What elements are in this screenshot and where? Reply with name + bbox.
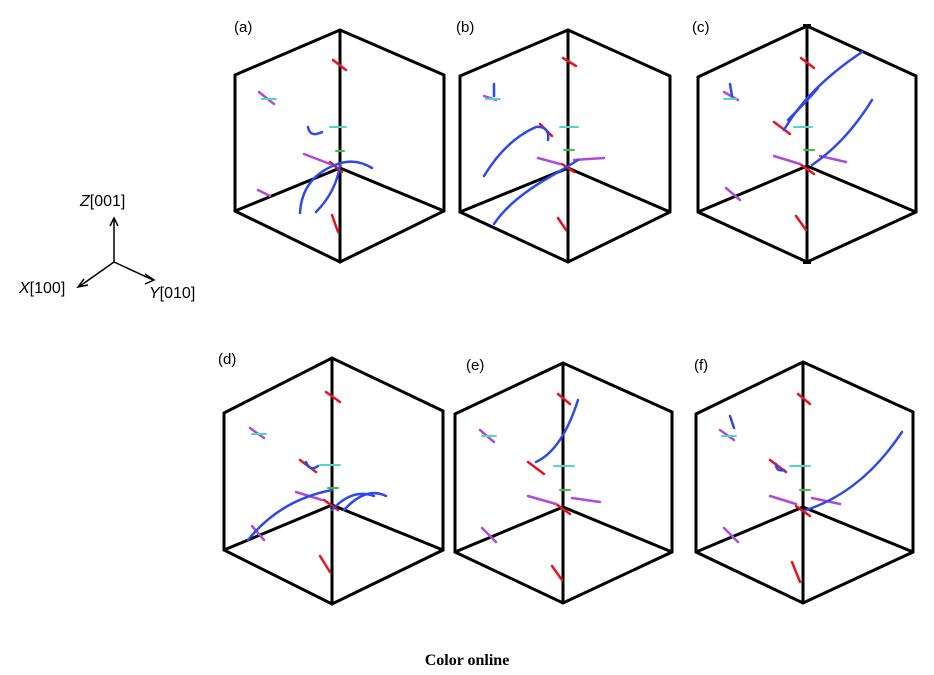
panel-label: (a) xyxy=(234,19,252,36)
x-axis-arrow xyxy=(79,261,115,287)
x-axis-label: X[100] xyxy=(18,280,65,297)
panel-label: (e) xyxy=(466,357,484,374)
figure-caption: Color online xyxy=(424,652,510,669)
panel-e: (e) xyxy=(453,357,674,605)
z-axis-label: Z[001] xyxy=(79,193,125,210)
panel-d: (d) xyxy=(218,351,445,606)
dislocation-segments xyxy=(482,56,606,232)
dislocation-segments xyxy=(722,50,874,232)
axes-indicator: Z[001] X[100] Y[010] xyxy=(18,193,195,302)
dislocation-segments xyxy=(478,392,602,582)
panel-label: (d) xyxy=(218,351,236,368)
dislocation-segments xyxy=(246,390,388,574)
dislocation-segments xyxy=(256,58,374,234)
panel-label: (c) xyxy=(692,19,710,36)
y-axis-arrow xyxy=(113,261,154,281)
cube-wireframe xyxy=(222,356,445,606)
panel-c: (c) xyxy=(692,19,918,264)
panel-a: (a) xyxy=(233,19,446,264)
dislocation-segments xyxy=(718,392,904,584)
y-axis-label: Y[010] xyxy=(149,285,195,302)
panel-f: (f) xyxy=(694,357,915,605)
panel-label: (b) xyxy=(456,19,474,36)
panel-label: (f) xyxy=(694,357,708,374)
cube-wireframe xyxy=(696,24,918,264)
panel-b: (b) xyxy=(456,19,672,264)
